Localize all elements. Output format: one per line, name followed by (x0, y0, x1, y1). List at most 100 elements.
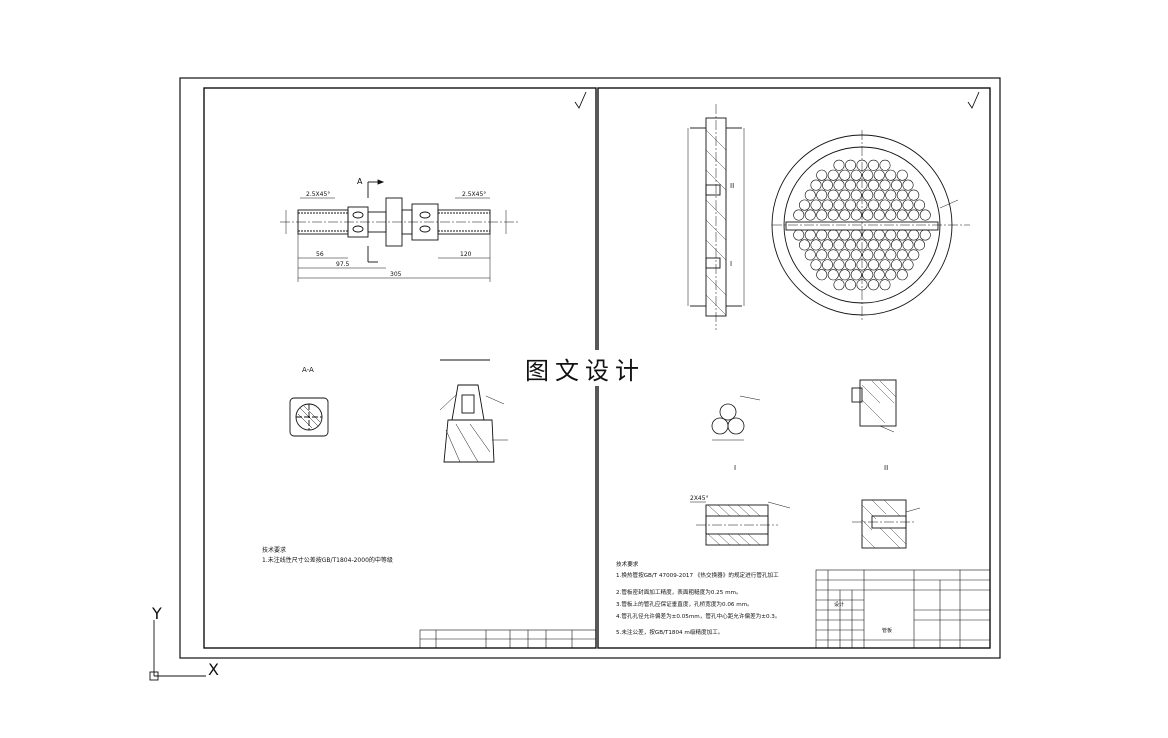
tubesheet-side-section (687, 104, 745, 330)
tube-hole (867, 179, 879, 191)
tube-hole (879, 279, 891, 291)
tube-hole (896, 249, 908, 261)
tube-hole (862, 209, 874, 221)
tube-hole (816, 269, 828, 281)
tube-hole (833, 259, 845, 271)
shaft-view (280, 179, 520, 282)
tube-hole (804, 249, 816, 261)
tube-hole (856, 179, 868, 191)
tube-hole (890, 199, 902, 211)
tube-hole (885, 209, 897, 221)
title-block-designer: 设计 (834, 601, 844, 608)
tube-hole (902, 259, 914, 271)
tube-hole (862, 249, 874, 261)
fixture-detail-view (439, 359, 508, 463)
tube-hole (827, 269, 839, 281)
tube-hole (856, 159, 868, 171)
right-note-1: 1.换热管按GB/T 47009-2017 《热交换器》的规定进行管孔加工 (616, 571, 779, 579)
tube-hole (816, 249, 828, 261)
detail-i-title: I (734, 464, 736, 472)
section-a-a (289, 397, 329, 437)
tube-hole-pattern (793, 159, 931, 291)
right-notes-title: 技术要求 (616, 560, 639, 568)
tube-hole (862, 229, 874, 241)
tube-hole (827, 189, 839, 201)
detail-marker-ii: II (730, 182, 734, 190)
tube-hole (873, 189, 885, 201)
tube-hole (833, 199, 845, 211)
tube-hole (804, 189, 816, 201)
tube-hole (821, 179, 833, 191)
tube-hole (862, 269, 874, 281)
detail-i-view (690, 501, 791, 546)
tube-hole (810, 239, 822, 251)
tube-hole (919, 209, 931, 221)
tube-hole (873, 229, 885, 241)
tube-hole (804, 209, 816, 221)
tube-hole (913, 239, 925, 251)
tube-hole (850, 229, 862, 241)
tube-hole (856, 279, 868, 291)
tube-hole (827, 169, 839, 181)
title-block-drawing-name: 管板 (882, 627, 892, 634)
right-note-4: 4.管孔孔径允许偏差为±0.05mm，管孔中心距允许偏差为±0.3。 (616, 612, 780, 620)
tube-hole (890, 239, 902, 251)
tube-hole (896, 169, 908, 181)
groove-detail (851, 379, 897, 433)
tube-hole (816, 209, 828, 221)
tube-hole (862, 189, 874, 201)
right-note-5: 5.未注公差，按GB/T1804 m级精度加工。 (616, 628, 723, 636)
tube-hole (827, 209, 839, 221)
tube-hole (816, 189, 828, 201)
tube-hole (844, 279, 856, 291)
tube-hole (885, 169, 897, 181)
ucs-y-label: Y (152, 604, 162, 623)
tube-hole (839, 249, 851, 261)
left-notes-title: 技术要求 (262, 546, 286, 554)
tube-hole (821, 239, 833, 251)
tube-hole (873, 269, 885, 281)
tube-pitch-detail (711, 395, 761, 441)
tube-hole (850, 209, 862, 221)
tube-hole (850, 189, 862, 201)
roughness-symbol-right (967, 91, 980, 109)
tubesheet-front-view (771, 130, 970, 322)
tube-hole (856, 239, 868, 251)
tube-hole (844, 259, 856, 271)
tube-hole (793, 229, 805, 241)
tube-hole (867, 279, 879, 291)
tube-hole (816, 169, 828, 181)
tube-hole (810, 179, 822, 191)
tube-hole (833, 179, 845, 191)
detail-ii-title: II (884, 464, 888, 472)
tube-hole (810, 199, 822, 211)
tube-hole (908, 249, 920, 261)
right-note-3: 3.管板上的管孔应保证垂直度，孔桥宽度为0.06 mm。 (616, 600, 753, 608)
tube-hole (896, 189, 908, 201)
thread-chamfer-left: 2.5X45° (306, 191, 330, 198)
detail-ii-view (852, 499, 921, 549)
tube-hole (810, 259, 822, 271)
tube-hole (850, 169, 862, 181)
chamfer-label: 2X45° (690, 495, 709, 502)
left-note-1: 1.未注线性尺寸公差按GB/T1804-2000的中等级 (262, 556, 393, 564)
tube-hole (867, 259, 879, 271)
ucs-x-label: X (208, 660, 219, 679)
tube-hole (873, 249, 885, 261)
tube-hole (856, 259, 868, 271)
tube-hole (902, 179, 914, 191)
tube-hole (867, 199, 879, 211)
right-title-block (815, 569, 991, 649)
tube-hole (879, 179, 891, 191)
tube-hole (885, 229, 897, 241)
dim-len-2: 97.5 (336, 261, 350, 268)
tube-hole (844, 159, 856, 171)
tube-hole (844, 199, 856, 211)
tube-hole (896, 209, 908, 221)
tube-hole (850, 269, 862, 281)
tube-hole (839, 209, 851, 221)
tube-hole (839, 169, 851, 181)
tube-hole (793, 209, 805, 221)
chamfer-leader-front (939, 199, 959, 209)
